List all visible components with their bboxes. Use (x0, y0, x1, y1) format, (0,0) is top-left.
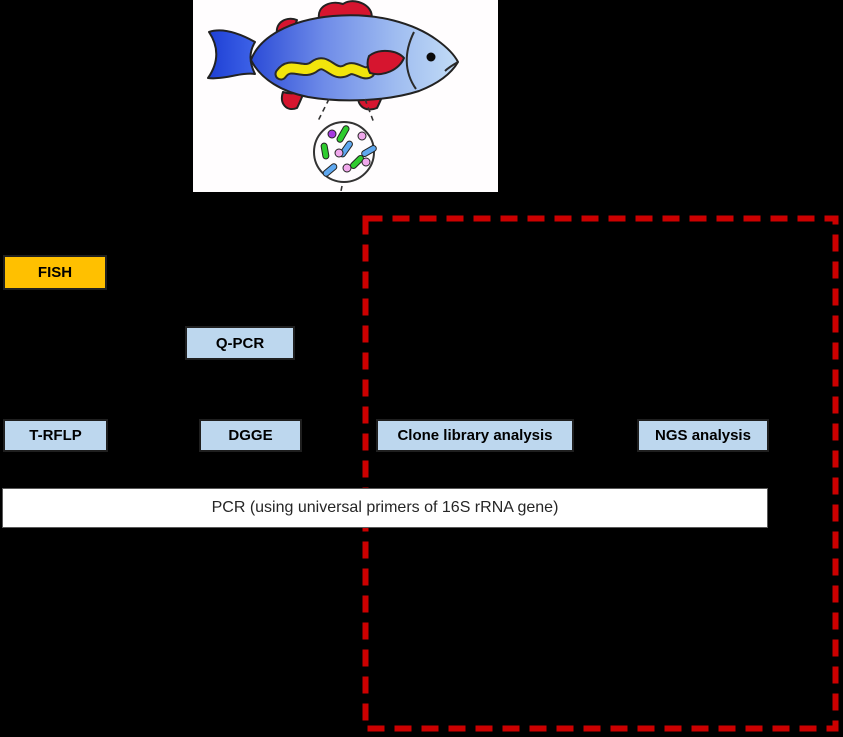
method-box-dgge: DGGE (199, 419, 302, 452)
fish-gill-line (405, 31, 417, 90)
magnifier-lines (316, 98, 375, 192)
method-label-clone-library: Clone library analysis (397, 427, 553, 444)
method-box-trflp: T-RFLP (3, 419, 108, 452)
method-box-ngs: NGS analysis (637, 419, 769, 452)
fish-tail (207, 29, 256, 80)
method-box-fish: FISH (3, 255, 107, 290)
pcr-bar: PCR (using universal primers of 16S rRNA… (2, 488, 768, 528)
fish-eye (426, 52, 436, 62)
method-box-clone-library: Clone library analysis (376, 419, 574, 452)
pcr-bar-label: PCR (using universal primers of 16S rRNA… (211, 499, 559, 516)
method-label-trflp: T-RFLP (29, 427, 82, 444)
fish-pectoral-fin (366, 50, 405, 76)
method-label-qpcr: Q-PCR (215, 334, 265, 352)
method-label-ngs: NGS analysis (655, 427, 751, 444)
fish-gut-squiggle (274, 57, 376, 81)
fish-body (250, 14, 459, 102)
method-box-qpcr: Q-PCR (185, 326, 295, 360)
fish-with-gut-microbes-icon (207, 0, 459, 192)
microbes (320, 125, 377, 177)
fish-mouth (444, 61, 459, 72)
fish-illustration-panel (193, 0, 498, 192)
method-label-dgge: DGGE (228, 427, 273, 444)
method-label-fish: FISH (37, 264, 73, 281)
